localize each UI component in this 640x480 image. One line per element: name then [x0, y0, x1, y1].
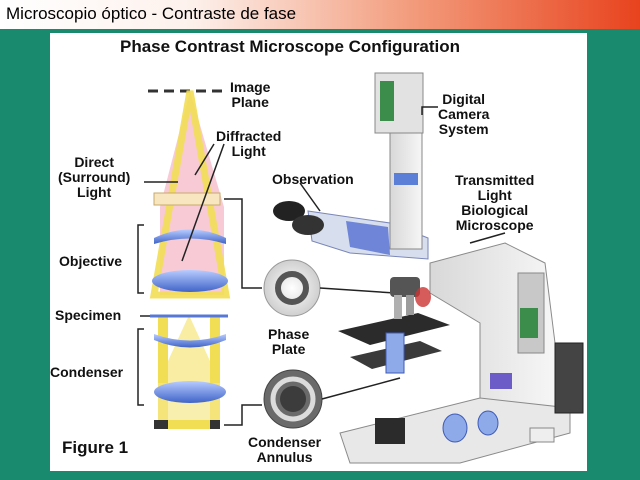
- diagram-panel: Phase Contrast Microscope Configuration …: [50, 33, 587, 471]
- label-condenser: Condenser: [50, 364, 124, 380]
- figure-number: Figure 1: [62, 438, 129, 457]
- camera-adapter: [394, 173, 418, 185]
- label-diffracted-light: Diffracted Light: [216, 128, 282, 159]
- objective-lens-bottom: [152, 270, 228, 292]
- phase-plate-ring: [275, 271, 309, 305]
- condenser-bracket: [137, 328, 144, 406]
- camera-board: [380, 81, 394, 121]
- label-condenser-annulus: Condenser Annulus: [248, 434, 322, 465]
- phase-plate-bar: [153, 192, 221, 206]
- objective-bracket: [137, 224, 144, 294]
- label-direct-light: Direct (Surround) Light: [58, 154, 131, 200]
- microscope-pointer: [469, 232, 506, 244]
- label-digital-camera-system: Digital Camera System: [438, 91, 490, 137]
- phase-plate-disk: [263, 259, 321, 317]
- condenser-annulus-center: [280, 386, 306, 412]
- condenser-beam-right: [210, 315, 220, 427]
- eyepiece-right: [292, 215, 324, 235]
- lamp-housing: [554, 342, 584, 414]
- camera-pointer: [421, 106, 438, 115]
- condenser-beam-cone: [158, 315, 220, 383]
- diagram-title: Phase Contrast Microscope Configuration: [120, 37, 461, 56]
- label-observation: Observation: [272, 171, 354, 187]
- label-transmitted-light-microscope: Transmitted Light Biological Microscope: [455, 172, 535, 233]
- diffracted-leader-1: [194, 143, 215, 176]
- accessory-disk-2: [477, 410, 499, 436]
- diffracted-leader-2: [181, 143, 225, 262]
- annulus-plate-gap: [168, 420, 210, 429]
- eyepiece-left: [273, 201, 305, 221]
- objective-2: [406, 295, 414, 315]
- phase-plate-pointer: [319, 287, 396, 294]
- objective-turret: [390, 277, 420, 297]
- label-objective: Objective: [59, 253, 123, 269]
- condenser-annulus-opening: [270, 376, 316, 422]
- title-bar: Microscopio óptico - Contraste de fase: [0, 0, 640, 29]
- annulus-pointer: [321, 377, 401, 400]
- accessory-disk-1: [442, 413, 468, 443]
- label-phase-plate: Phase Plate: [268, 326, 310, 357]
- focus-knob-left: [415, 287, 431, 307]
- condenser-lens-top: [154, 334, 226, 348]
- condenser-lens-bottom: [154, 381, 226, 403]
- observation-pointer: [299, 182, 321, 212]
- objective-1: [394, 295, 402, 319]
- accessory-box: [529, 427, 555, 443]
- window-title: Microscopio óptico - Contraste de fase: [6, 4, 297, 23]
- phase-contrast-diagram: [137, 72, 584, 464]
- condenser-tube: [385, 332, 405, 374]
- accessory-block: [375, 418, 405, 444]
- observation-prism: [346, 221, 390, 255]
- condenser-beam-left: [158, 315, 168, 427]
- annulus-leader: [224, 404, 262, 426]
- circuit-board: [520, 308, 538, 338]
- stage: [338, 313, 450, 345]
- label-image-plane: Image Plane: [230, 79, 271, 110]
- base-panel: [490, 373, 512, 389]
- label-specimen: Specimen: [55, 307, 122, 323]
- phase-plate-leader: [224, 198, 262, 289]
- camera-column: [389, 128, 423, 250]
